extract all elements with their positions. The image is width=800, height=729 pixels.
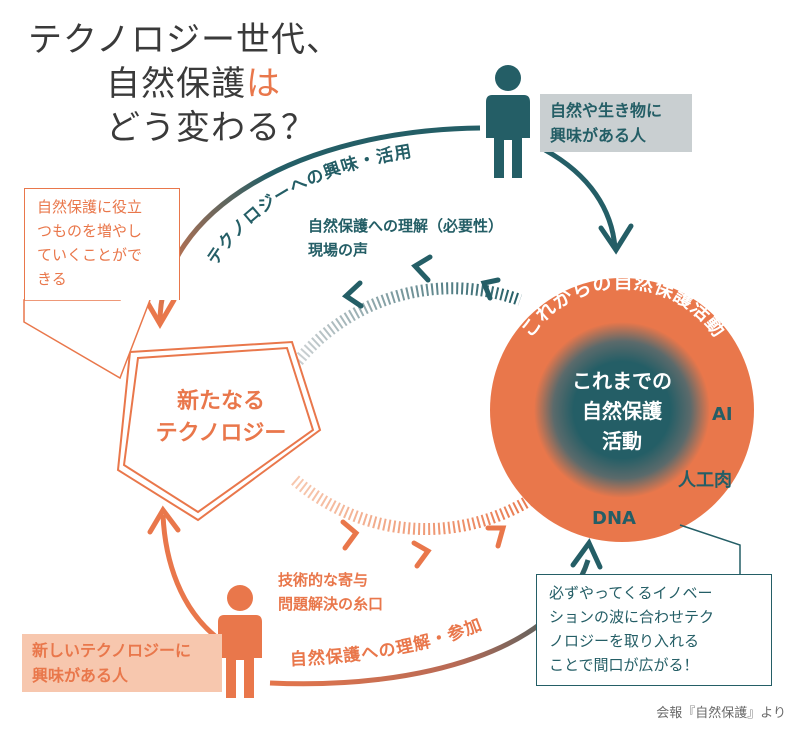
past-conservation-core: [534, 322, 710, 498]
technology-pentagon-inner: [122, 346, 315, 514]
bottom-arc-arrowhead: [570, 538, 603, 570]
tech-word-ai: AI: [712, 404, 733, 425]
nature-person-icon: [486, 65, 530, 178]
left-arc-arrow: [160, 514, 222, 642]
tech-person-icon: [218, 585, 262, 698]
title-line-3: どう変わる？: [106, 108, 316, 148]
right-callout: 必ずやってくるイノベー ションの波に合わせテク ノロジーを取り入れる ことで間口…: [536, 574, 772, 686]
source-credit: 会報『自然保護』より: [656, 706, 786, 721]
bottom-arc-label: 自然保護への理解・参加: [289, 615, 485, 669]
inner-circle-label: これまでの 自然保護 活動: [572, 369, 672, 453]
top-arc-arrowhead: [143, 297, 177, 329]
tech-word-cultured-meat: 人工肉: [678, 470, 732, 491]
chevron-left-icon: [341, 280, 364, 309]
chevron-right-icon: [411, 540, 432, 569]
inner-top-label: 自然保護への理解（必要性） 現場の声: [308, 217, 504, 259]
inner-bottom-dashed-arc: [291, 475, 534, 535]
chevron-left-icon: [480, 277, 501, 301]
tech-person-label: 新しいテクノロジーに 興味がある人: [22, 634, 222, 692]
inner-top-dashed-arc: [290, 282, 523, 369]
title-line-2: 自然保護は: [106, 56, 281, 105]
title-line-2-accent: は: [246, 64, 281, 104]
inner-bottom-label: 技術的な寄与 問題解決の糸口: [278, 571, 384, 613]
tech-word-dna: DNA: [592, 508, 636, 529]
left-callout: 自然保護に役立 つものを増やし ていくことがで きる: [24, 188, 180, 300]
right-arc-arrow: [543, 147, 618, 249]
nature-person-label: 自然や生き物に 興味がある人: [540, 94, 692, 152]
left-arc-arrowhead: [147, 505, 181, 535]
chevron-right-icon: [485, 525, 507, 549]
chevron-left-icon: [411, 254, 433, 283]
title-line-1: テクノロジー世代、: [28, 20, 341, 60]
technology-pentagon: [116, 340, 322, 522]
title-line-2-main: 自然保護: [106, 64, 246, 104]
right-arc-arrowhead: [598, 223, 634, 255]
chevron-right-icon: [340, 519, 360, 551]
pentagon-label: 新たなる テクノロジー: [155, 389, 287, 446]
